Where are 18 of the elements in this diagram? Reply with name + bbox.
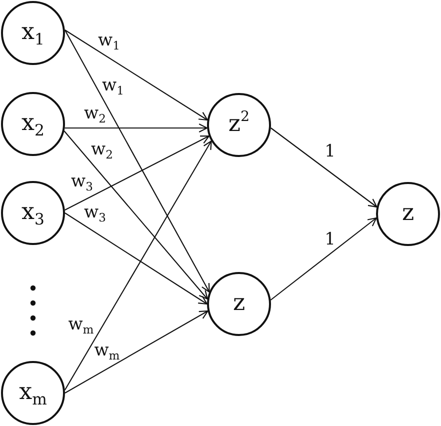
neuron-node: z xyxy=(207,272,271,336)
neuron-node: x$_{3}$ xyxy=(1,181,65,245)
neuron-node: x$_{m}$ xyxy=(1,361,65,425)
arrow xyxy=(64,130,208,300)
arrow xyxy=(64,310,208,394)
neuron-node: z$^{2}$ xyxy=(207,93,271,157)
arrow xyxy=(64,212,208,305)
arrow xyxy=(64,123,208,133)
arrow xyxy=(270,128,378,208)
arrow xyxy=(64,140,212,390)
neuron-node: x$_{2}$ xyxy=(1,92,65,156)
neuron-node: z xyxy=(376,182,440,246)
arrow xyxy=(64,30,210,293)
arrow xyxy=(270,217,377,300)
edge-label: w$_{2}$ xyxy=(84,106,106,122)
neuron-node: x$_{1}$ xyxy=(1,1,65,65)
arrow xyxy=(64,30,208,121)
arrow xyxy=(64,135,210,210)
